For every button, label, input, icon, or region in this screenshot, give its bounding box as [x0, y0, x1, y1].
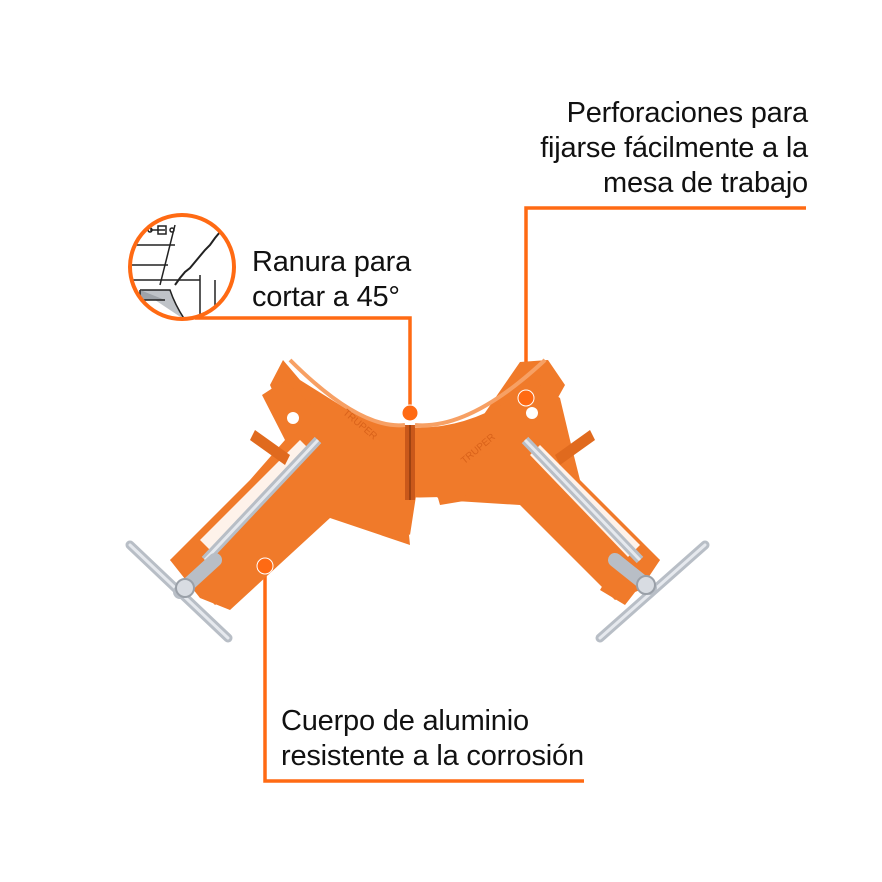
cuerpo-line-1: Cuerpo de aluminio: [281, 705, 529, 737]
t-handle-right: [595, 540, 710, 643]
ranura-line-2: cortar a 45°: [252, 281, 400, 313]
t-handle-left: [125, 540, 233, 643]
ranura-callout-dot: [401, 404, 419, 422]
perforaciones-line-3: mesa de trabajo: [603, 167, 808, 199]
callout-lines: [195, 206, 806, 783]
cuerpo-leader-line: [263, 566, 584, 783]
saw-cutting-detail-icon: [128, 213, 236, 321]
cuerpo-callout-text: Cuerpo de aluminio resistente a la corro…: [281, 704, 584, 774]
clamp-center-base: TRUPER TRUPER: [288, 358, 547, 500]
perforaciones-callout-dot: [517, 389, 535, 407]
ranura-leader-line: [195, 316, 412, 412]
cuerpo-line-2: resistente a la corrosión: [281, 740, 584, 772]
perforaciones-line-1: Perforaciones para: [566, 97, 809, 129]
perforaciones-callout-text: Perforaciones para fijarse fácilmente a …: [540, 96, 808, 201]
ranura-line-1: Ranura para: [252, 246, 412, 278]
cuerpo-callout-dot: [256, 557, 274, 575]
perforaciones-leader-line: [524, 206, 806, 398]
perforaciones-line-2: fijarse fácilmente a la: [540, 132, 808, 164]
ranura-callout-text: Ranura para cortar a 45°: [252, 245, 411, 315]
